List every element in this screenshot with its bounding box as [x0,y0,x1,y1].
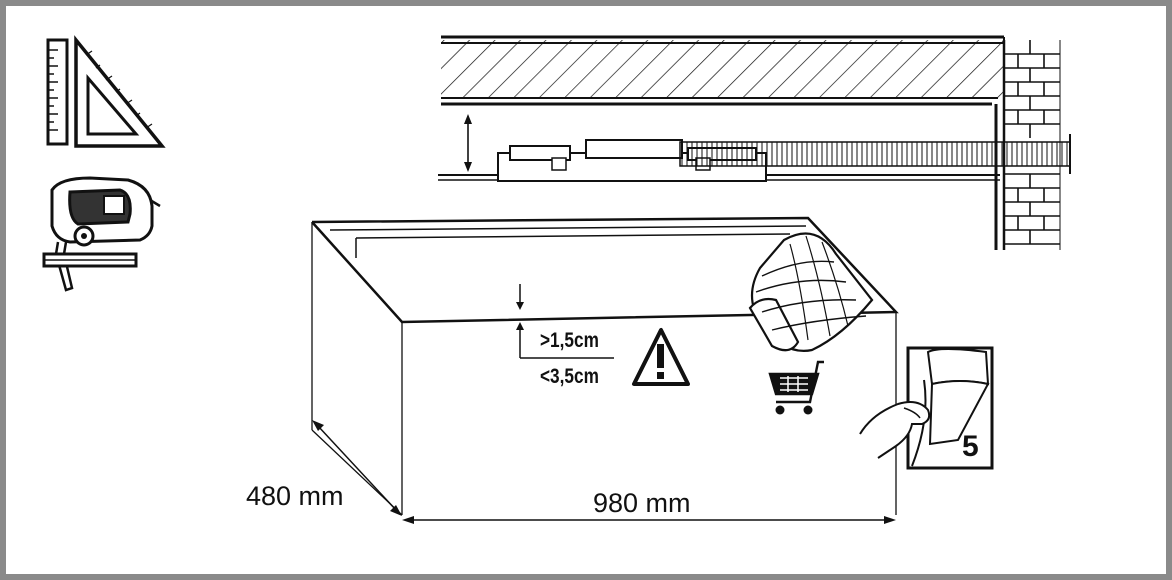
page-number-label: 5 [962,430,979,463]
ceiling-section [441,35,1005,106]
clearance-min-label: >1,5cm [540,329,599,352]
depth-dimension-line [312,420,402,516]
depth-label: 480 mm [246,481,344,511]
width-dimension-line [402,516,896,524]
width-label: 980 mm [593,488,691,518]
set-square-icon [74,35,166,148]
flexible-duct-icon [748,232,874,352]
warning-icon [632,328,690,386]
clearance-max-label: <3,5cm [540,365,599,388]
shopping-cart-icon [768,360,824,415]
height-arrow [464,114,472,172]
ruler-icon [46,38,69,146]
cabinet-outline [311,216,899,516]
page-turn-icon [859,346,994,470]
tolerance-marker [516,284,614,359]
ceiling-unit [438,134,1071,182]
jigsaw-icon [42,176,161,292]
